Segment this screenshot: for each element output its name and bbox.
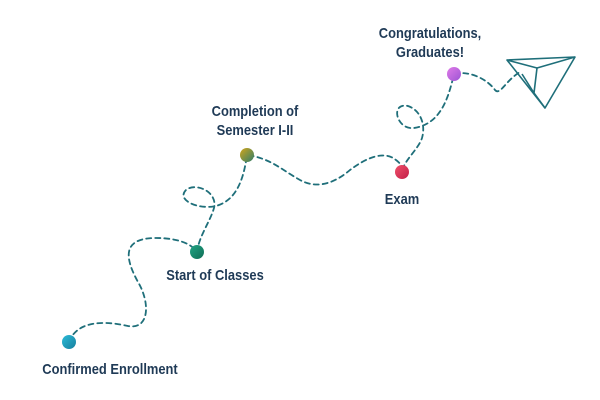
milestone-dot-exam xyxy=(395,165,409,179)
label-exam: Exam xyxy=(384,191,420,208)
label-semester: Completion of Semester I-II xyxy=(211,103,299,139)
paper-plane-icon xyxy=(506,56,576,109)
milestone-dot-semester xyxy=(240,148,254,162)
label-classes: Start of Classes xyxy=(166,267,264,284)
dashed-path xyxy=(68,71,521,343)
milestone-dot-classes xyxy=(190,245,204,259)
label-enrollment: Confirmed Enrollment xyxy=(42,361,178,378)
milestone-dot-enrollment xyxy=(62,335,76,349)
label-graduates: Congratulations, Graduates! xyxy=(378,25,482,61)
milestone-dot-graduates xyxy=(447,67,461,81)
